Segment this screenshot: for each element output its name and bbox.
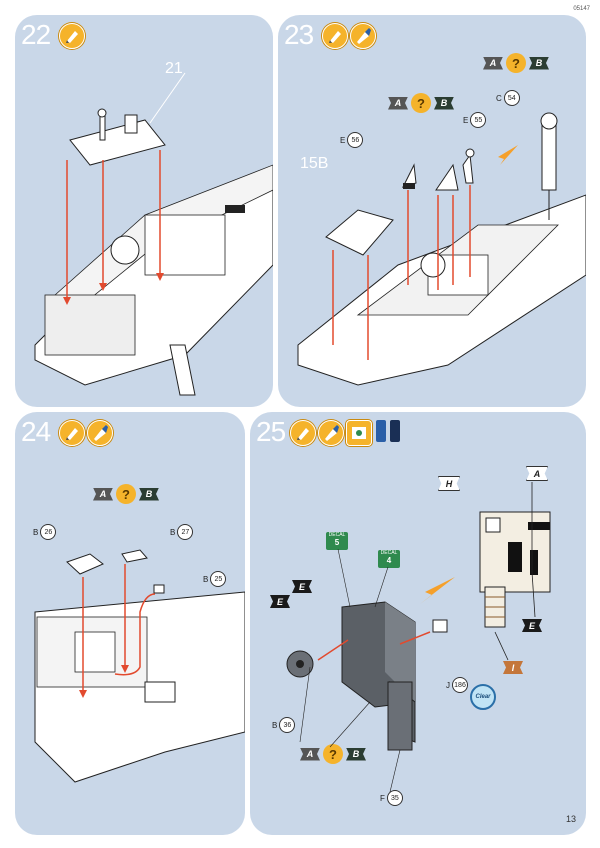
question-icon: ? xyxy=(323,744,343,764)
question-icon: ? xyxy=(116,484,136,504)
flag-e: E xyxy=(522,619,542,632)
paint-brush-icon xyxy=(350,23,376,49)
paint-pot-icon xyxy=(376,420,386,442)
paint-pot-icon xyxy=(390,420,400,442)
paint-brush-icon xyxy=(318,420,344,446)
step-number: 25 xyxy=(256,416,286,447)
flag-b: B xyxy=(434,96,454,110)
step-22-drawing xyxy=(34,72,273,396)
step-22-panel: 22 21 xyxy=(15,15,273,407)
option-selector: A ? B xyxy=(388,93,454,113)
glue-icon xyxy=(322,23,348,49)
step-number: 22 xyxy=(21,19,51,50)
step-number: 23 xyxy=(284,19,314,50)
glue-icon xyxy=(59,420,85,446)
option-selector: A ? B xyxy=(93,484,159,504)
step-25-drawing xyxy=(286,482,551,793)
step-23-panel: 23 A ? B A ? B E56 E55 C54 H 15B xyxy=(278,15,586,407)
paint-brush-icon xyxy=(87,420,113,446)
flag-b: B xyxy=(139,487,159,501)
question-icon: ? xyxy=(506,53,526,73)
step-24-drawing xyxy=(34,549,245,783)
page-number: 13 xyxy=(565,814,576,824)
flag-b: B xyxy=(529,56,549,70)
clear-paint-icon: Clear xyxy=(470,684,496,710)
question-icon: ? xyxy=(411,93,431,113)
document-code: 05147 xyxy=(573,6,590,12)
flag-b: B xyxy=(346,747,366,761)
flag-a: A xyxy=(483,56,503,70)
step-24-panel: 24 A ? B A ? B B26 B27 B25 xyxy=(15,412,245,835)
flag-a: A xyxy=(388,96,408,110)
part-label-15b: 15B xyxy=(300,155,329,172)
option-selector-top: A ? B xyxy=(483,53,549,73)
option-selector: A ? B xyxy=(300,744,366,764)
flag-i: I xyxy=(503,661,523,674)
flag-e: E xyxy=(292,580,312,593)
glue-icon xyxy=(59,23,85,49)
flag-a: A xyxy=(300,747,320,761)
flag-e: E xyxy=(270,595,290,608)
step-number: 24 xyxy=(21,416,51,447)
glue-icon xyxy=(290,420,316,446)
step-23-drawing xyxy=(297,112,586,386)
flag-a: A xyxy=(93,487,113,501)
part-label-21: 21 xyxy=(165,60,183,77)
decal-icon xyxy=(346,420,372,446)
